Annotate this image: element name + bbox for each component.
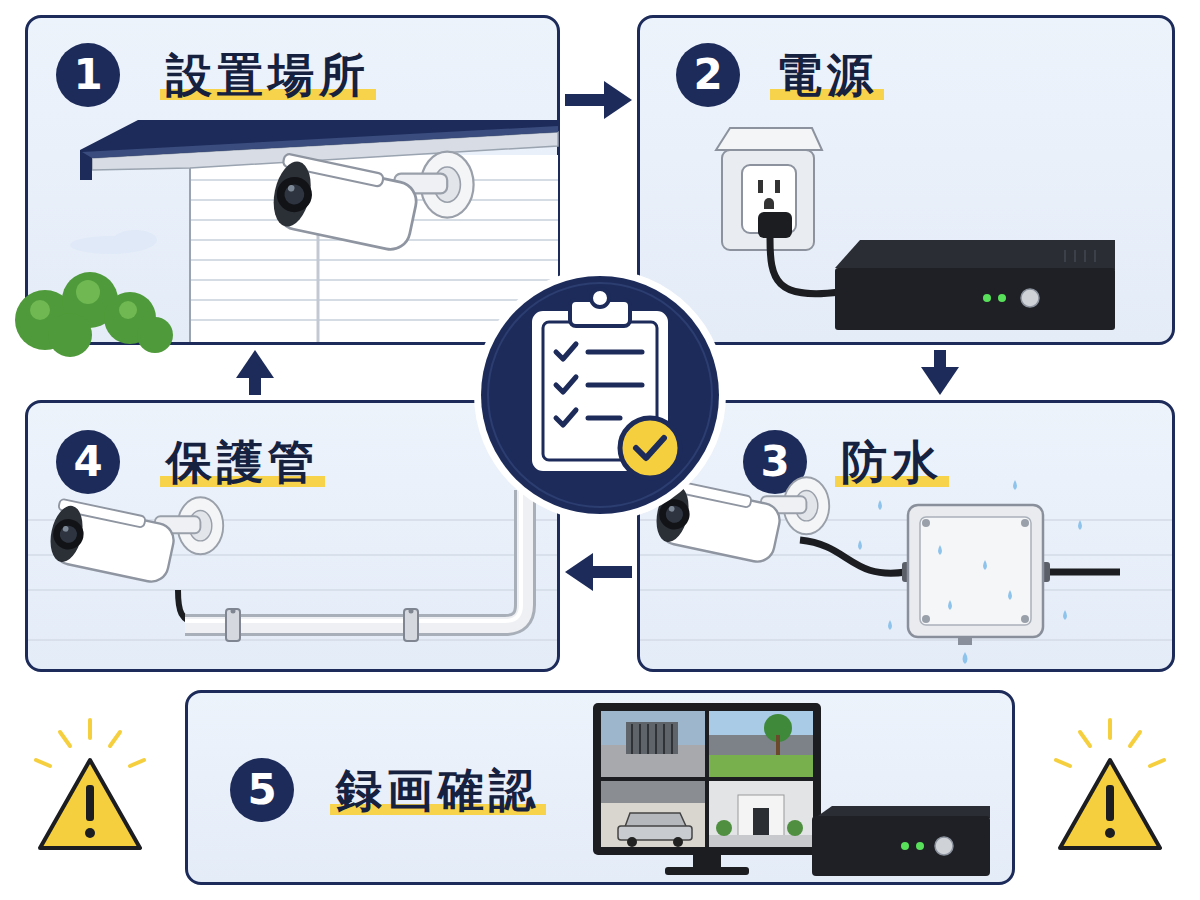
checklist-badge-part xyxy=(570,300,630,326)
warning-icon-part-part xyxy=(1130,732,1140,746)
step-title: 電源 xyxy=(770,45,884,105)
flow-arrow xyxy=(565,553,632,591)
arrow-shaft xyxy=(565,94,608,106)
warning-icon-part xyxy=(1105,828,1115,838)
warning-icon-part xyxy=(86,785,94,821)
warning-icon-part-part xyxy=(1080,732,1090,746)
step-box: 5 録画確認 xyxy=(185,690,1015,885)
arrow-head xyxy=(921,367,959,395)
checklist-badge-part xyxy=(591,289,609,307)
checklist-badge-part xyxy=(556,344,642,425)
warning-icon-part-part xyxy=(1056,760,1070,766)
checklist-badge-part-part xyxy=(588,383,642,388)
warning-icon-part xyxy=(1060,760,1160,848)
step-number: 3 xyxy=(743,430,807,494)
warning-icon-part xyxy=(1106,785,1114,821)
arrow-head xyxy=(565,553,593,591)
arrow-head xyxy=(236,350,274,378)
checklist-badge-part-part xyxy=(588,416,620,421)
warning-icon-part-part xyxy=(1108,720,1112,738)
warning-icon-part-part xyxy=(36,760,50,766)
step-title: 保護管 xyxy=(160,432,325,492)
step-number: 1 xyxy=(56,43,120,107)
flow-arrow xyxy=(565,81,632,119)
step-number: 4 xyxy=(56,430,120,494)
warning-icon-part xyxy=(40,760,140,848)
arrow-shaft xyxy=(589,566,632,578)
step-title: 防水 xyxy=(835,432,949,492)
step-number: 5 xyxy=(230,758,294,822)
checklist-badge-part-part xyxy=(588,350,642,355)
warning-icon-part xyxy=(85,828,95,838)
warning-icon-part-part xyxy=(60,732,70,746)
warning-icon-part xyxy=(1056,720,1164,766)
arrow-shaft xyxy=(934,350,946,371)
step-number: 2 xyxy=(676,43,740,107)
warning-icon-part-part xyxy=(130,760,144,766)
warning-icon-part-part xyxy=(88,720,92,738)
warning-icon-part xyxy=(36,720,144,766)
warning-icon-part-part xyxy=(1150,760,1164,766)
checklist-badge-part-part xyxy=(556,377,576,392)
step-box: 4 保護管 xyxy=(25,400,560,672)
step-title: 録画確認 xyxy=(330,760,546,820)
warning-icon-part-part xyxy=(110,732,120,746)
step-title: 設置場所 xyxy=(160,45,376,105)
step-box: 2 電源 xyxy=(637,15,1175,345)
step-box: 1 設置場所 xyxy=(25,15,560,345)
arrow-head xyxy=(604,81,632,119)
flow-arrow xyxy=(921,350,959,395)
step-box: 3 防水 xyxy=(637,400,1175,672)
checklist-badge-part-part xyxy=(556,344,576,359)
flow-arrow xyxy=(236,350,274,395)
arrow-shaft xyxy=(249,374,261,395)
